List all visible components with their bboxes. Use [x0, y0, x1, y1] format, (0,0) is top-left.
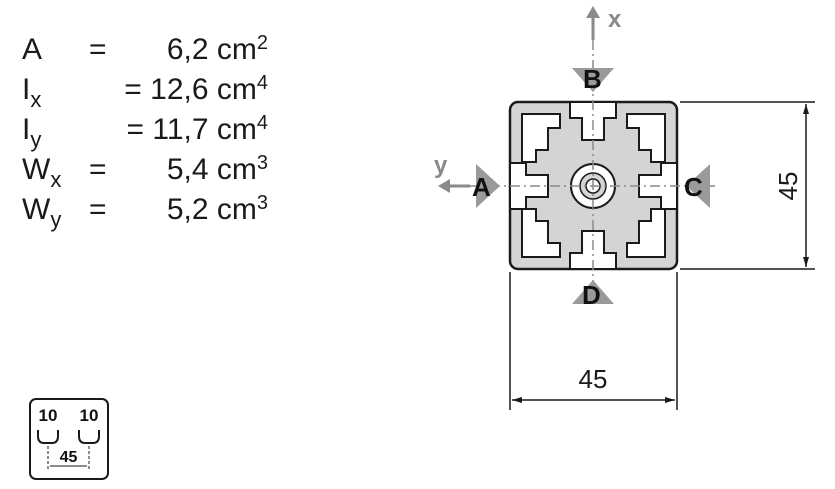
property-iy: Iy = 11,7 cm4 [22, 110, 268, 152]
width-dimension [509, 272, 678, 410]
slot-span-label: 45 [60, 449, 78, 466]
property-value: 5,2 cm3 [166, 192, 268, 226]
side-label-c: C [684, 172, 703, 202]
side-label-b: B [583, 64, 602, 94]
side-d-marker [572, 280, 614, 304]
property-value: = 12,6 cm4 [124, 72, 268, 106]
slot-spec-icon: 10 10 45 [29, 398, 109, 480]
property-symbol: A [22, 33, 43, 66]
axis-y-label: y [434, 152, 448, 179]
side-label-a: A [472, 172, 491, 202]
side-c-marker [686, 164, 710, 208]
slot-right-label: 10 [80, 406, 99, 425]
side-label-d: D [582, 280, 601, 310]
property-equals: = [89, 153, 107, 186]
property-value: 6,2 cm2 [166, 32, 268, 66]
side-indicators [476, 68, 710, 304]
property-wy: Wy = 5,2 cm3 [22, 190, 268, 232]
property-symbol: Ix [22, 73, 42, 112]
property-value: = 11,7 cm4 [126, 112, 268, 146]
height-dimension [680, 101, 815, 270]
property-symbol: Wx [22, 153, 62, 192]
property-ix: Ix = 12,6 cm4 [22, 70, 268, 112]
side-b-marker [572, 68, 614, 92]
property-wx: Wx = 5,4 cm3 [22, 150, 268, 192]
property-equals: = [89, 33, 107, 66]
axis-x-arrow [586, 6, 600, 40]
property-area: A = 6,2 cm2 [22, 30, 268, 70]
property-value: 5,4 cm3 [166, 152, 268, 186]
axis-x-label: x [608, 6, 622, 33]
axis-y-arrow [438, 179, 470, 193]
side-a-marker [476, 164, 500, 208]
section-properties: A = 6,2 cm2 Ix = 12,6 cm4 Iy = 11,7 cm4 … [22, 30, 268, 232]
slot-left-label: 10 [39, 406, 58, 425]
width-dimension-label: 45 [579, 364, 608, 394]
property-equals: = [89, 193, 107, 226]
property-symbol: Iy [22, 113, 42, 152]
height-dimension-label: 45 [773, 172, 803, 201]
property-symbol: Wy [22, 193, 62, 232]
